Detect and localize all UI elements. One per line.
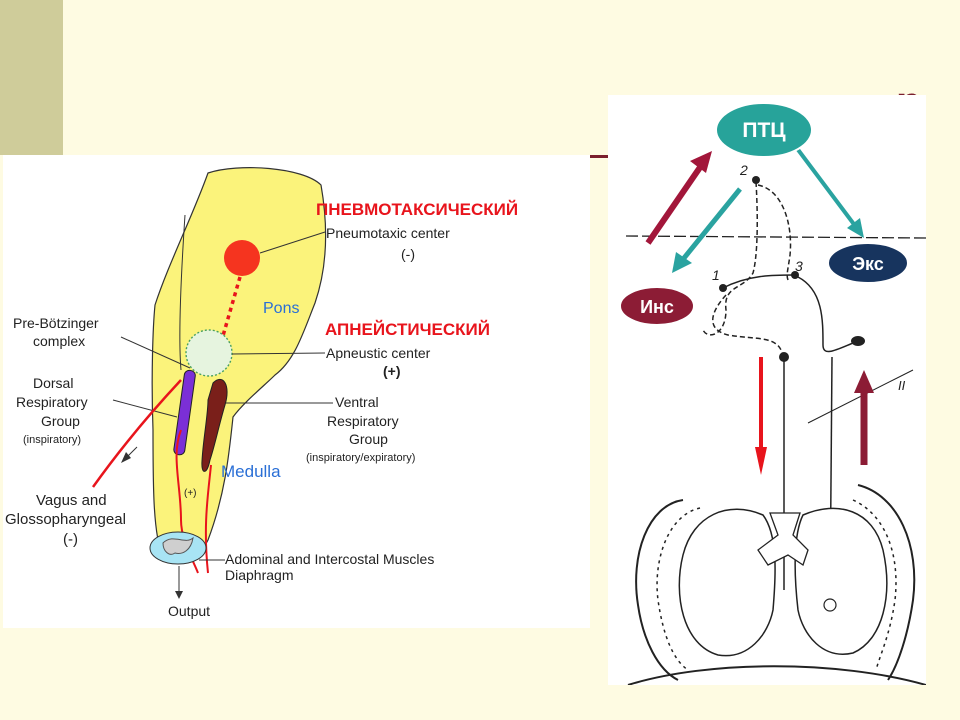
output-path-2 (204, 464, 212, 574)
slide-title-rule (590, 155, 612, 158)
roman-label: II (898, 378, 906, 393)
vagus-label-3: (-) (63, 531, 78, 548)
ins-up-arrow (645, 151, 712, 245)
left-lung (678, 508, 776, 657)
dorsal-label-1: Dorsal (33, 375, 73, 391)
brainstem-diagram: ПНЕВМОТАКСИЧЕСКИЙ Pneumotaxic center (-)… (3, 155, 590, 628)
ins-bubble (619, 286, 695, 326)
node-2 (752, 176, 760, 184)
node-3 (791, 271, 799, 279)
slide-accent-bar (0, 0, 63, 155)
respiratory-reflex-diagram: 2 1 3 4 II ПТЦ Экс Инс (608, 95, 927, 686)
apneustic-sign: (+) (383, 363, 401, 379)
eks-arrow (791, 141, 864, 238)
ventral-label-4: (inspiratory/expiratory) (306, 452, 415, 464)
ventral-label-1: Ventral (335, 394, 379, 410)
output-label: Output (168, 603, 210, 619)
right-ribcage-outer (857, 484, 916, 681)
dorsal-pointer (112, 399, 178, 418)
brainstem-svg: ПНЕВМОТАКСИЧЕСКИЙ Pneumotaxic center (-)… (5, 167, 518, 619)
pneumotaxic-en-label: Pneumotaxic center (326, 225, 450, 241)
pneumotaxic-ru-label: ПНЕВМОТАКСИЧЕСКИЙ (316, 200, 518, 219)
descending-red-arrow (755, 357, 767, 475)
apneustic-ru-label: АПНЕЙСТИЧЕСКИЙ (325, 320, 490, 339)
pathway-ins-down (712, 294, 784, 358)
muscles-label: Adominal and Intercostal Muscles (225, 551, 434, 567)
pathway-2-3 (757, 184, 792, 281)
diaphragm-label: Diaphragm (225, 567, 293, 583)
ventral-label-3: Group (349, 431, 388, 447)
plus-small-label: (+) (184, 488, 197, 499)
ptc-label: ПТЦ (742, 119, 786, 142)
pre-botzinger-pointer (120, 336, 191, 369)
vagus-label-2: Glossopharyngeal (5, 511, 126, 528)
num-1-label: 1 (712, 267, 720, 283)
vagus-label-1: Vagus and (36, 492, 107, 509)
vagus-nerve-path (91, 379, 182, 488)
ventral-label-2: Respiratory (327, 413, 399, 429)
medulla-label: Medulla (221, 462, 281, 481)
pons-label: Pons (263, 300, 299, 317)
pons-boundary (179, 214, 186, 371)
eks-label: Экс (852, 254, 884, 274)
apneustic-en-label: Apneustic center (326, 345, 431, 361)
stretch-receptor (823, 598, 837, 612)
dorsal-label-2: Respiratory (16, 394, 88, 410)
pre-botzinger-label-2: complex (33, 333, 85, 349)
right-lung (794, 507, 888, 655)
trachea-bronchi (757, 512, 809, 567)
pre-botzinger-label-1: Pre-Bötzinger (13, 315, 99, 331)
eks-bubble (827, 242, 909, 284)
right-ribcage-inner (852, 499, 897, 671)
apneustic-pointer (231, 352, 326, 355)
vagus-arrowhead (121, 452, 131, 463)
pneumotaxic-sign: (-) (401, 246, 415, 262)
reflex-svg: 2 1 3 4 II ПТЦ Экс Инс (619, 102, 927, 686)
node-receptor (851, 336, 865, 346)
pneumotaxic-center-circle (224, 240, 260, 276)
dorsal-label-3: Group (41, 413, 80, 429)
pneumotaxic-pointer (259, 231, 326, 254)
ptc-down-arrow (672, 187, 742, 273)
ventral-respiratory-group-shape (201, 378, 228, 472)
diaphragm-line (627, 665, 927, 686)
ins-label: Инс (640, 297, 674, 317)
apneustic-center-circle (185, 329, 233, 377)
num-3-label: 3 (795, 258, 803, 274)
node-1 (719, 284, 727, 292)
dorsal-label-4: (inspiratory) (23, 434, 81, 446)
gray-matter (162, 536, 194, 555)
node-medulla (779, 352, 789, 362)
left-ribcage-outer (635, 499, 684, 681)
ascending-maroon-arrow (854, 370, 874, 465)
output-arrowhead (175, 591, 183, 599)
pathway-1-3 (722, 274, 794, 289)
pathway-3-right (797, 276, 854, 353)
ptc-bubble (715, 102, 813, 158)
brainstem-shape (151, 167, 327, 561)
level-line (625, 235, 927, 239)
num-2-label: 2 (739, 162, 748, 178)
